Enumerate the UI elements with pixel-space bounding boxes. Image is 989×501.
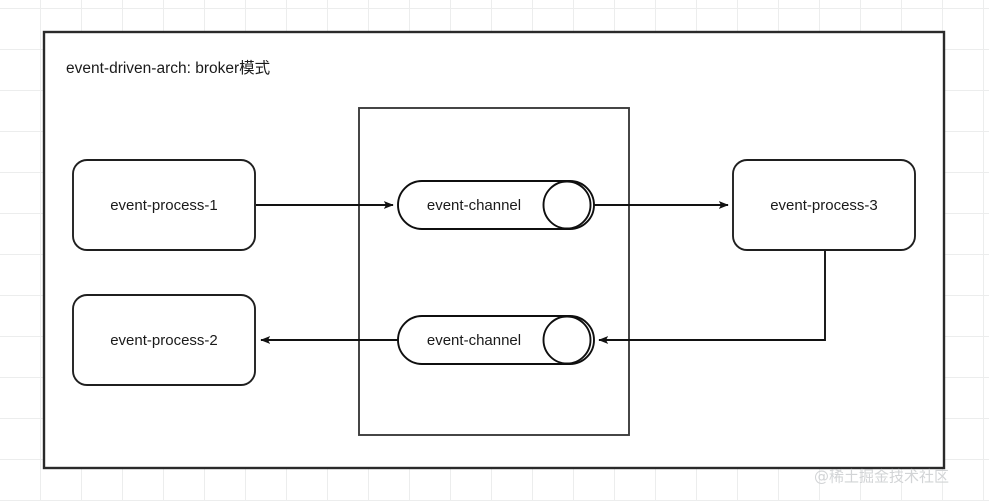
diagram-title: event-driven-arch: broker模式 <box>66 59 270 77</box>
edge-process3-to-channel2 <box>598 251 826 344</box>
event-channel-1-pill[interactable] <box>397 180 595 230</box>
node-event-process-1[interactable]: event-process-1 <box>72 159 256 251</box>
event-channel-2-queue-circle <box>542 315 592 365</box>
node-event-channel-2[interactable]: event-channel <box>397 315 595 365</box>
event-channel-1-queue-circle <box>542 180 592 230</box>
node-event-channel-1[interactable]: event-channel <box>397 180 595 230</box>
event-process-2-label: event-process-2 <box>110 332 218 349</box>
event-channel-1-label: event-channel <box>427 197 521 214</box>
node-event-process-2[interactable]: event-process-2 <box>72 294 256 386</box>
event-process-2-box[interactable] <box>72 294 256 386</box>
event-process-1-label: event-process-1 <box>110 197 218 214</box>
event-process-3-box[interactable] <box>732 159 916 251</box>
event-process-3-label: event-process-3 <box>770 197 878 214</box>
event-channel-2-label: event-channel <box>427 332 521 349</box>
watermark: @稀土掘金技术社区 <box>814 468 949 486</box>
event-broker-container <box>358 107 630 436</box>
node-event-process-3[interactable]: event-process-3 <box>732 159 916 251</box>
event-process-1-box[interactable] <box>72 159 256 251</box>
event-channel-2-pill[interactable] <box>397 315 595 365</box>
